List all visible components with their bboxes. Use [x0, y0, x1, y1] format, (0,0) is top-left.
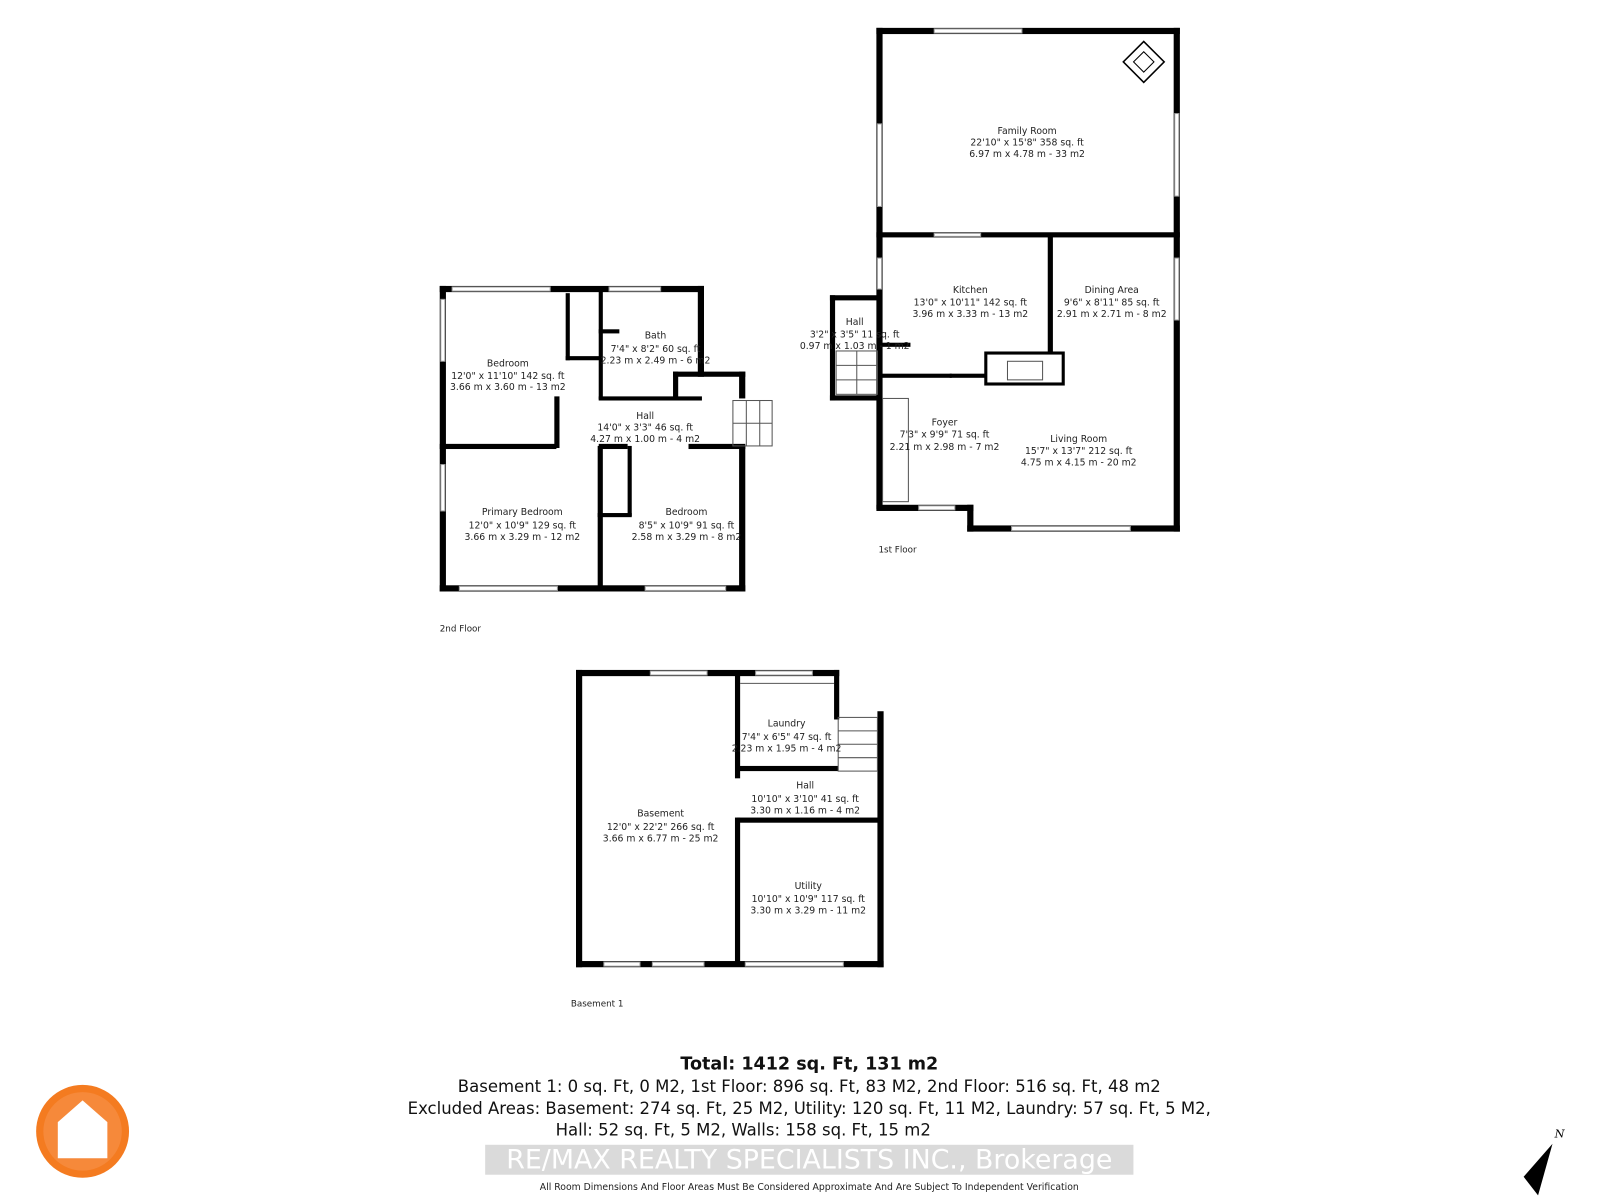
stairs — [740, 682, 878, 772]
room-name: Living Room — [1050, 434, 1107, 445]
room-metric: 2.58 m x 3.29 m - 8 m2 — [632, 532, 742, 543]
room-name: Hall — [636, 411, 654, 422]
room-metric: 4.27 m x 1.00 m - 4 m2 — [590, 434, 700, 445]
room-metric: 3.66 m x 3.60 m - 13 m2 — [450, 382, 566, 393]
second-floor-plan: Bedroom 12'0" x 11'10" 142 sq. ft 3.66 m… — [440, 285, 773, 635]
room-metric: 3.66 m x 3.29 m - 12 m2 — [464, 532, 580, 543]
basement-plan: Basement 12'0" x 22'2" 266 sq. ft 3.66 m… — [571, 669, 884, 1009]
room-metric: 2.23 m x 2.49 m - 6 m2 — [601, 355, 711, 366]
room-name: Hall — [796, 781, 814, 792]
floor-label: 1st Floor — [878, 545, 917, 555]
floor-label: 2nd Floor — [440, 625, 482, 635]
room-name: Family Room — [997, 126, 1056, 137]
room-imperial: 10'10" x 10'9" 117 sq. ft — [752, 894, 866, 905]
room-metric: 3.66 m x 6.77 m - 25 m2 — [603, 833, 719, 844]
first-floor-plan: Family Room 22'10" x 15'8" 358 sq. ft 6.… — [800, 27, 1180, 555]
room-name: Dining Area — [1085, 285, 1139, 296]
north-label: N — [1554, 1127, 1566, 1141]
room-imperial: 14'0" x 3'3" 46 sq. ft — [597, 422, 693, 433]
room-metric: 3.96 m x 3.33 m - 13 m2 — [912, 309, 1028, 320]
stairs — [732, 399, 773, 447]
room-imperial: 12'0" x 22'2" 266 sq. ft — [607, 822, 715, 833]
room-imperial: 13'0" x 10'11" 142 sq. ft — [914, 298, 1028, 309]
disclaimer: All Room Dimensions And Floor Areas Must… — [540, 1182, 1079, 1193]
brokerage-watermark: RE/MAX REALTY SPECIALISTS INC., Brokerag… — [506, 1145, 1112, 1176]
floor-areas: Basement 1: 0 sq. Ft, 0 M2, 1st Floor: 8… — [458, 1077, 1161, 1096]
room-name: Bedroom — [665, 507, 707, 518]
room-metric: 6.97 m x 4.78 m - 33 m2 — [969, 149, 1085, 160]
stairs — [835, 350, 909, 503]
excluded-areas-cont: Hall: 52 sq. Ft, 5 M2, Walls: 158 sq. Ft… — [556, 1120, 931, 1139]
room-name: Hall — [846, 317, 864, 328]
room-imperial: 8'5" x 10'9" 91 sq. ft — [639, 521, 735, 532]
room-imperial: 9'6" x 8'11" 85 sq. ft — [1064, 298, 1160, 309]
room-name: Basement — [637, 809, 684, 820]
excluded-areas: Excluded Areas: Basement: 274 sq. Ft, 25… — [408, 1099, 1211, 1118]
room-metric: 0.97 m x 1.03 m - 1 m2 — [800, 341, 910, 352]
room-name: Bedroom — [487, 358, 529, 369]
skylight-icon — [1122, 40, 1166, 84]
room-imperial: 7'4" x 6'5" 47 sq. ft — [742, 732, 832, 743]
room-imperial: 10'10" x 3'10" 41 sq. ft — [751, 794, 859, 805]
room-metric: 2.23 m x 1.95 m - 4 m2 — [732, 743, 842, 754]
room-metric: 3.30 m x 3.29 m - 11 m2 — [750, 906, 866, 917]
room-name: Utility — [795, 881, 823, 892]
north-arrow-icon: N — [1523, 1127, 1566, 1196]
room-name: Primary Bedroom — [482, 507, 563, 518]
room-imperial: 7'3" x 9'9" 71 sq. ft — [900, 430, 990, 441]
room-imperial: 7'4" x 8'2" 60 sq. ft — [611, 344, 701, 355]
room-imperial: 15'7" x 13'7" 212 sq. ft — [1025, 446, 1133, 457]
room-imperial: 12'0" x 10'9" 129 sq. ft — [469, 521, 577, 532]
floor-label: Basement 1 — [571, 999, 624, 1009]
room-metric: 2.91 m x 2.71 m - 8 m2 — [1057, 309, 1167, 320]
room-imperial: 3'2" x 3'5" 11 sq. ft — [810, 330, 900, 341]
room-name: Kitchen — [953, 285, 988, 296]
room-metric: 2.21 m x 2.98 m - 7 m2 — [890, 442, 1000, 453]
house-logo-icon — [36, 1084, 130, 1178]
area-summary: Total: 1412 sq. Ft, 131 m2 Basement 1: 0… — [408, 1054, 1211, 1193]
room-name: Foyer — [932, 417, 958, 428]
room-metric: 3.30 m x 1.16 m - 4 m2 — [750, 805, 860, 816]
room-metric: 4.75 m x 4.15 m - 20 m2 — [1021, 458, 1137, 469]
total-area: Total: 1412 sq. Ft, 131 m2 — [680, 1054, 938, 1074]
room-imperial: 12'0" x 11'10" 142 sq. ft — [451, 371, 565, 382]
room-imperial: 22'10" x 15'8" 358 sq. ft — [970, 138, 1084, 149]
room-name: Bath — [645, 331, 667, 342]
room-name: Laundry — [768, 719, 806, 730]
